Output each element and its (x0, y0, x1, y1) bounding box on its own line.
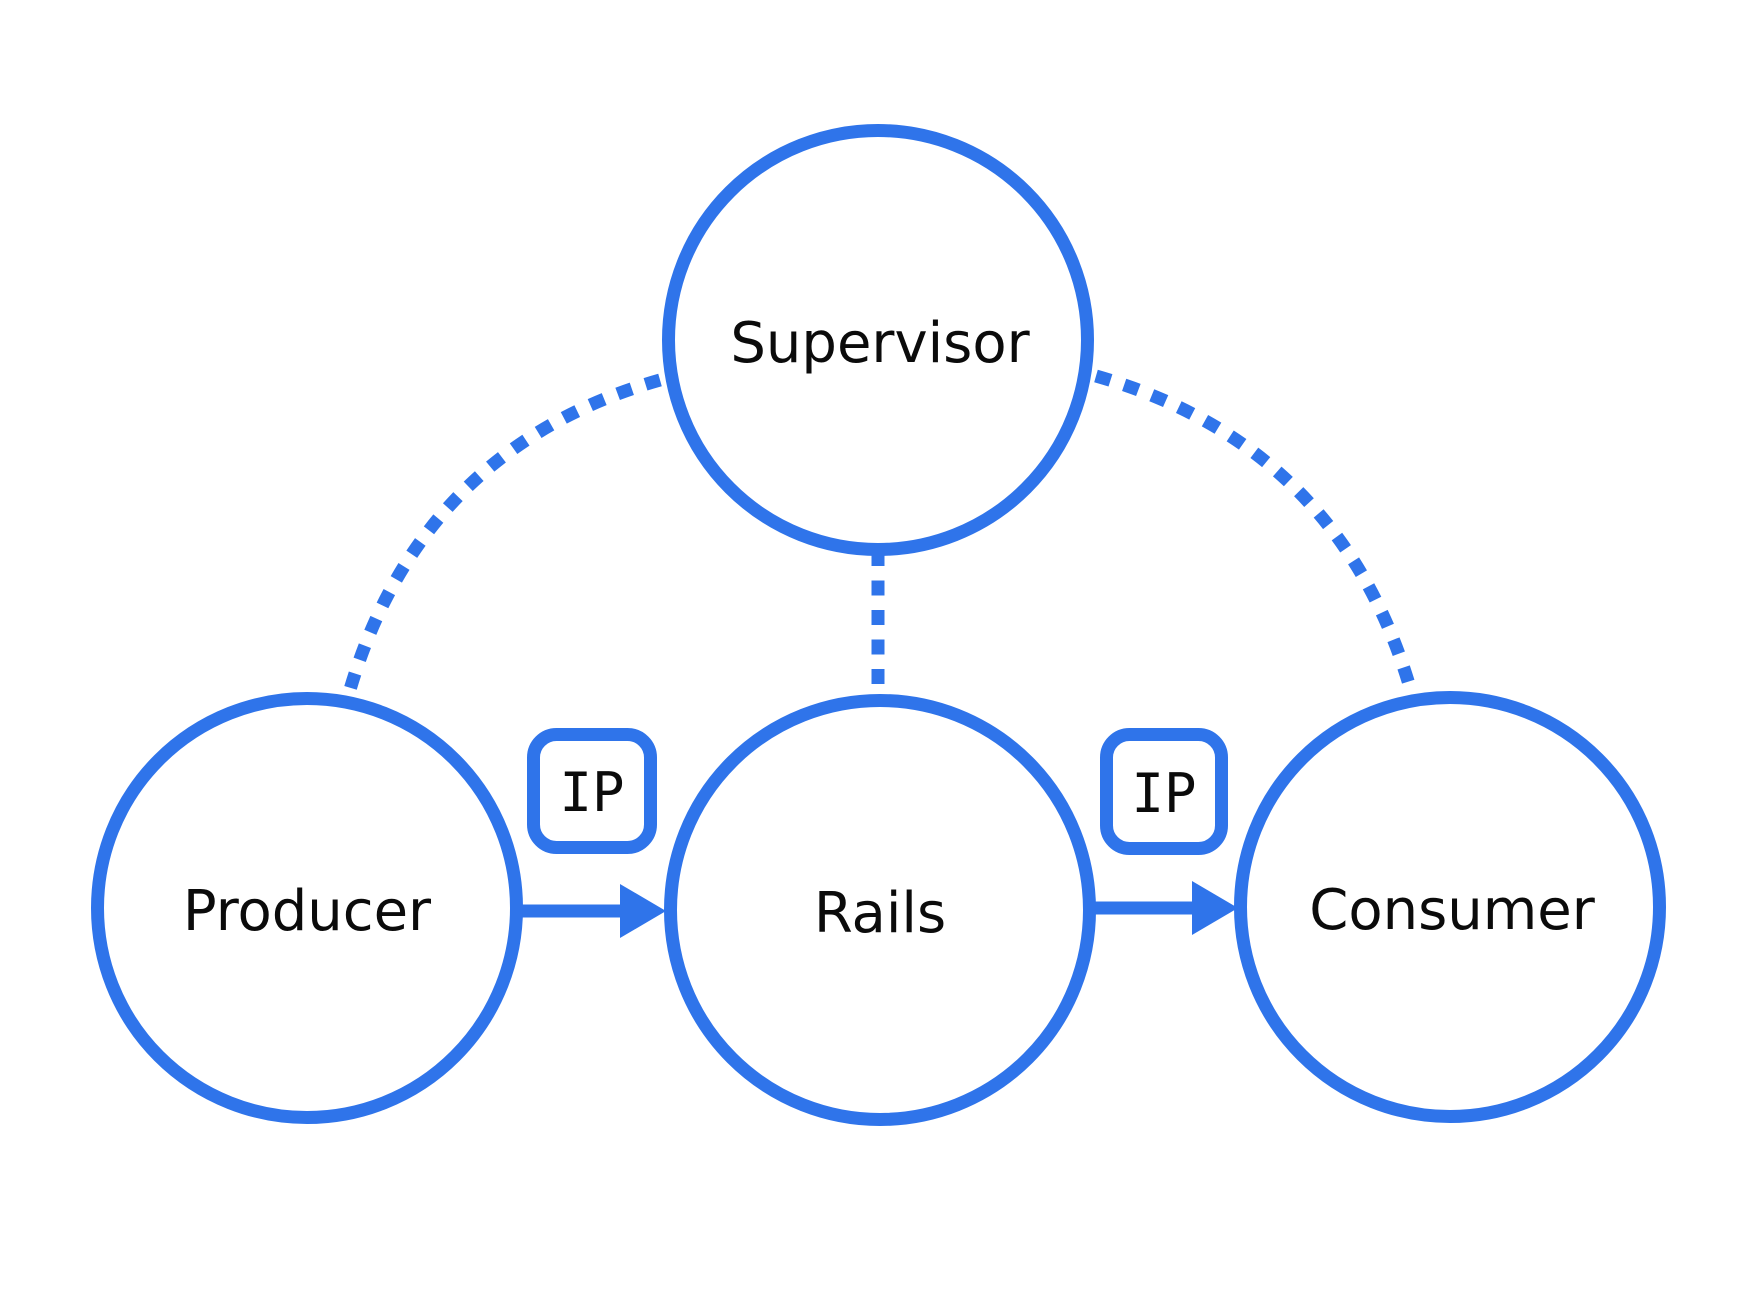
edge-rails-consumer-arrow (1088, 881, 1238, 935)
consumer-circle (1234, 691, 1666, 1123)
node-rails: Rails (664, 694, 1096, 1126)
edge-supervisor-producer-dotted (342, 373, 662, 695)
edge-supervisor-consumer-dotted (1094, 369, 1418, 693)
edge-producer-rails-arrow (512, 884, 666, 938)
node-producer: Producer (91, 692, 523, 1124)
ip-badge-box (527, 728, 657, 854)
consumer-label: Consumer (1309, 878, 1596, 943)
producer-label: Producer (183, 879, 432, 944)
ip-badge-producer-rails: IP (527, 728, 657, 854)
rails-label: Rails (814, 881, 946, 946)
arrow-head-icon (1192, 881, 1238, 935)
supervisor-label: Supervisor (730, 311, 1030, 376)
ip-badge-label: IP (1131, 762, 1196, 825)
ip-badge-rails-consumer: IP (1100, 728, 1228, 855)
ip-badge-box (1100, 728, 1228, 855)
node-consumer: Consumer (1234, 691, 1666, 1123)
supervisor-circle (662, 124, 1094, 556)
producer-circle (91, 692, 523, 1124)
ip-badge-label: IP (559, 761, 624, 824)
node-supervisor: Supervisor (662, 124, 1094, 556)
arrow-head-icon (620, 884, 666, 938)
rails-circle (664, 694, 1096, 1126)
